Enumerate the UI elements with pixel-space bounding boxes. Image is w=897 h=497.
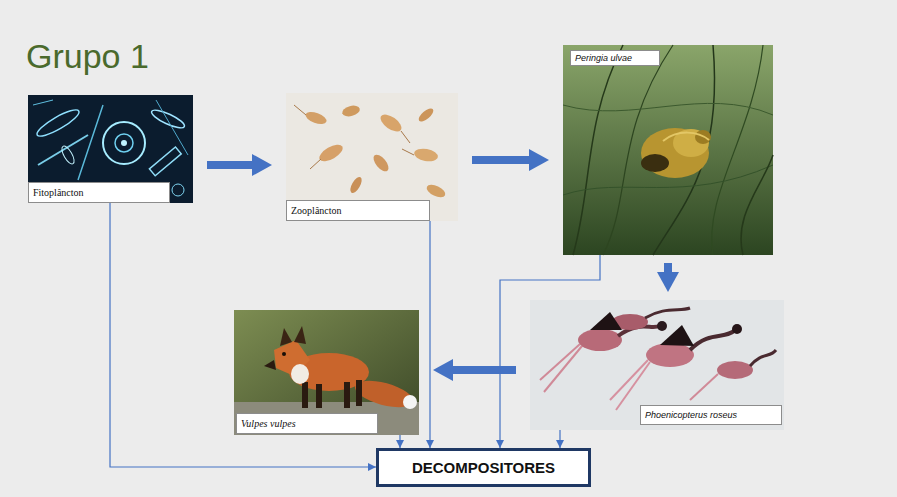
art-shape [33, 100, 53, 105]
organism-picture-box: Peringia ulvae [563, 45, 773, 255]
art-shape [348, 175, 364, 195]
decomposition-line [559, 430, 560, 448]
species-label-box: Zooplâncton [286, 200, 430, 221]
decomposition-line [500, 255, 600, 448]
art-shape [316, 384, 322, 408]
art-shape [530, 300, 784, 430]
art-shape [425, 182, 447, 200]
species-label-box: Phoenicopterus roseus [640, 405, 782, 425]
art-shape [149, 147, 181, 176]
organism-picture-box: Vulpes vulpes [234, 310, 419, 435]
art-shape [563, 103, 773, 115]
art-shape [344, 382, 350, 408]
art-shape [34, 106, 82, 140]
flamingo-picture [530, 300, 784, 430]
group-name: DECOMPOSITORES [412, 459, 555, 476]
species-name: Phoenicopterus roseus [645, 410, 737, 420]
art-shape [616, 362, 650, 410]
art-shape [234, 310, 419, 435]
art-shape [304, 110, 328, 127]
art-shape [417, 106, 436, 124]
art-shape [341, 104, 361, 118]
art-shape [291, 364, 309, 384]
art-shape [60, 144, 77, 165]
organism-picture-box: Fitoplâncton [28, 95, 193, 203]
phytoplankton-picture [28, 95, 193, 203]
art-shape [356, 380, 362, 406]
species-name: Fitoplâncton [33, 187, 84, 198]
art-shape [294, 326, 306, 344]
art-shape [28, 95, 193, 203]
art-shape [413, 147, 439, 163]
food-chain-arrow [207, 161, 252, 169]
art-shape [317, 141, 346, 164]
art-shape [282, 352, 286, 356]
art-shape [660, 325, 694, 346]
art-shape [38, 135, 88, 165]
organism-picture-box: Zooplâncton [286, 93, 458, 221]
art-shape [646, 343, 694, 367]
art-shape [741, 155, 773, 255]
art-shape [115, 134, 133, 152]
fox-picture [234, 310, 419, 435]
art-shape [732, 324, 742, 334]
art-shape [401, 131, 410, 143]
art-shape [286, 93, 458, 221]
art-shape [103, 122, 145, 164]
art-shape [690, 374, 718, 400]
diagram-title: Grupo 1 [26, 38, 149, 75]
organism-picture-box: Phoenicopterus roseus [530, 300, 784, 430]
species-label-box: Vulpes vulpes [236, 413, 378, 434]
art-shape [690, 330, 735, 350]
art-shape [403, 395, 417, 409]
food-chain-arrow [453, 366, 516, 374]
art-shape [234, 402, 419, 435]
art-shape [172, 184, 184, 196]
art-shape [264, 360, 276, 370]
art-shape [563, 45, 773, 255]
snail-picture [563, 45, 773, 255]
art-shape [371, 152, 392, 174]
art-shape [544, 346, 582, 392]
art-shape [540, 344, 580, 380]
art-shape [663, 133, 709, 141]
art-shape [310, 159, 321, 169]
species-label-box: Peringia ulvae [570, 50, 660, 66]
art-shape [280, 328, 292, 346]
art-shape [150, 107, 187, 131]
art-shape [156, 100, 188, 155]
food-chain-arrow [472, 156, 529, 164]
art-shape [590, 312, 622, 330]
species-name: Zooplâncton [291, 205, 342, 216]
art-shape [712, 45, 763, 255]
species-label-box: Fitoplâncton [28, 182, 170, 203]
art-shape [657, 321, 667, 331]
group-box: DECOMPOSITORES [376, 448, 591, 487]
art-shape [717, 361, 753, 379]
art-shape [610, 360, 648, 400]
art-shape [302, 382, 308, 408]
art-shape [573, 45, 623, 255]
art-shape [402, 149, 414, 155]
art-shape [121, 140, 127, 146]
art-shape [378, 111, 405, 135]
species-name: Vulpes vulpes [241, 418, 296, 429]
decomposition-line [399, 435, 400, 448]
decomposition-line [429, 221, 430, 448]
art-shape [294, 105, 306, 115]
art-shape [645, 308, 690, 318]
species-name: Peringia ulvae [575, 53, 632, 63]
zooplankton-picture [286, 93, 458, 221]
art-shape [641, 154, 669, 172]
art-shape [578, 329, 622, 351]
food-chain-arrow [664, 263, 672, 272]
art-shape [750, 350, 776, 366]
art-shape [78, 105, 103, 180]
